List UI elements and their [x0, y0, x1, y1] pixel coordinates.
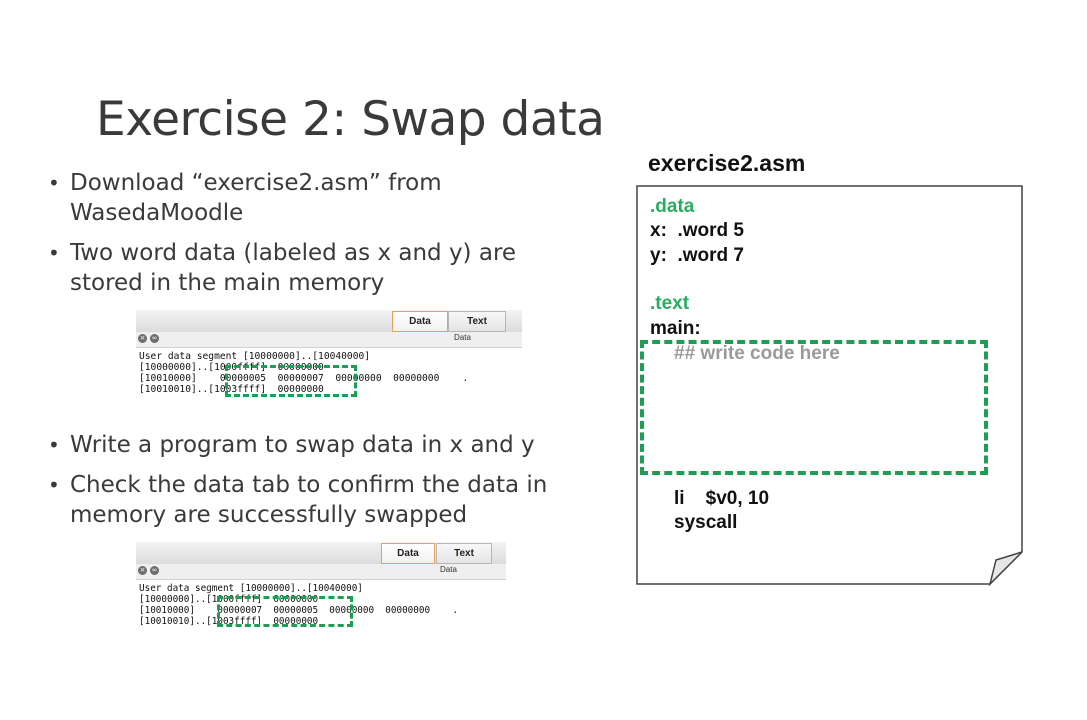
main-label: main:	[650, 318, 701, 339]
tab-data[interactable]: Data	[392, 311, 448, 332]
bullet-text: Download “exercise2.asm” from WasedaMood…	[70, 170, 442, 226]
x-word-line: x: .word 5	[650, 220, 744, 241]
text-directive: .text	[650, 293, 690, 314]
bullet-check-data-tab: • Check the data tab to confirm the data…	[48, 470, 547, 530]
xy-highlight-box	[217, 596, 353, 627]
tab-bar: Data Text	[136, 542, 506, 565]
memory-line: [10010000] 00000005 00000007 00000000 00…	[139, 373, 469, 384]
code-area-highlight-box	[640, 340, 988, 475]
slide-title: Exercise 2: Swap data	[96, 92, 605, 147]
li-instruction: li $v0, 10	[674, 488, 770, 509]
bullet-two-word-data: • Two word data (labeled as x and y) are…	[48, 238, 516, 298]
close-icon[interactable]: ×	[138, 566, 147, 575]
memory-screenshot-after: Data Text × ∞ Data User data segment [10…	[136, 542, 506, 632]
tab-bar: Data Text	[136, 310, 522, 333]
sub-toolbar: × ∞ Data	[136, 564, 506, 580]
data-directive: .data	[650, 196, 695, 217]
panel-label: Data	[454, 333, 471, 342]
bullet-text: Two word data (labeled as x and y) are s…	[70, 240, 517, 296]
memory-dump: User data segment [10000000]..[10040000]…	[139, 351, 468, 395]
memory-line: User data segment [10000000]..[10040000]	[139, 583, 363, 594]
bullet-dot: •	[48, 171, 60, 195]
memory-line: [10010010]..[1003ffff] 00000000	[139, 384, 324, 395]
asm-filename: exercise2.asm	[648, 150, 806, 176]
memory-line: [10000000]..[1000ffff] 00000000	[139, 594, 319, 605]
link-icon[interactable]: ∞	[150, 334, 159, 343]
tab-data[interactable]: Data	[381, 543, 435, 564]
bullet-download: • Download “exercise2.asm” from WasedaMo…	[48, 168, 442, 228]
write-code-comment: ## write code here	[674, 343, 840, 364]
xy-highlight-box	[225, 365, 357, 397]
tab-text[interactable]: Text	[448, 311, 506, 332]
bullet-dot: •	[48, 241, 60, 265]
bullet-write-program: • Write a program to swap data in x and …	[48, 430, 535, 460]
close-icon[interactable]: ×	[138, 334, 147, 343]
memory-line: [10010010]..[1003ffff] 00000000	[139, 616, 319, 627]
syscall-instruction: syscall	[674, 512, 738, 533]
link-icon[interactable]: ∞	[150, 566, 159, 575]
panel-label: Data	[440, 565, 457, 574]
tab-text[interactable]: Text	[436, 543, 492, 564]
memory-screenshot-before: Data Text × ∞ Data User data segment [10…	[136, 310, 522, 400]
bullet-text: Write a program to swap data in x and y	[70, 432, 535, 458]
y-word-line: y: .word 7	[650, 245, 744, 266]
bullet-dot: •	[48, 433, 60, 457]
bullet-dot: •	[48, 473, 60, 497]
bullet-text: Check the data tab to confirm the data i…	[70, 472, 548, 528]
sub-toolbar: × ∞ Data	[136, 332, 522, 348]
memory-line: User data segment [10000000]..[10040000]	[139, 351, 371, 362]
